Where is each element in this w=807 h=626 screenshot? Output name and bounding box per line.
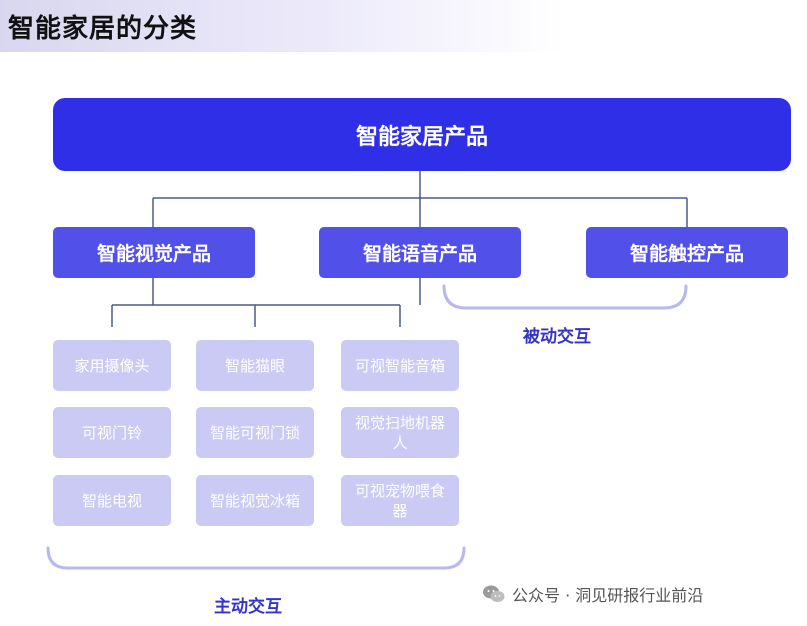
leaf-vision-robot-vacuum: 视觉扫地机器人 (341, 407, 459, 458)
active-interaction-label: 主动交互 (214, 597, 282, 617)
title-banner (0, 0, 807, 52)
root-node: 智能家居产品 (53, 98, 791, 171)
passive-interaction-label: 被动交互 (523, 327, 591, 347)
leaf-smart-tv: 智能电视 (53, 475, 171, 526)
watermark-text: 公众号 · 洞见研报行业前沿 (512, 586, 704, 605)
category-voice: 智能语音产品 (319, 227, 521, 278)
leaf-video-doorbell: 可视门铃 (53, 407, 171, 458)
leaf-smart-vision-fridge: 智能视觉冰箱 (196, 475, 314, 526)
leaf-smart-peephole: 智能猫眼 (196, 340, 314, 391)
active-bracket (46, 546, 466, 570)
leaf-home-camera: 家用摄像头 (53, 340, 171, 391)
category-vision: 智能视觉产品 (53, 227, 255, 278)
leaf-video-smart-speaker: 可视智能音箱 (341, 340, 459, 391)
wechat-icon (483, 585, 505, 602)
category-touch: 智能触控产品 (586, 227, 788, 278)
leaf-smart-video-lock: 智能可视门锁 (196, 407, 314, 458)
watermark: 公众号 · 洞见研报行业前沿 (482, 582, 703, 606)
page-title: 智能家居的分类 (8, 14, 198, 44)
leaf-video-pet-feeder: 可视宠物喂食器 (341, 475, 459, 526)
passive-bracket (442, 284, 688, 310)
